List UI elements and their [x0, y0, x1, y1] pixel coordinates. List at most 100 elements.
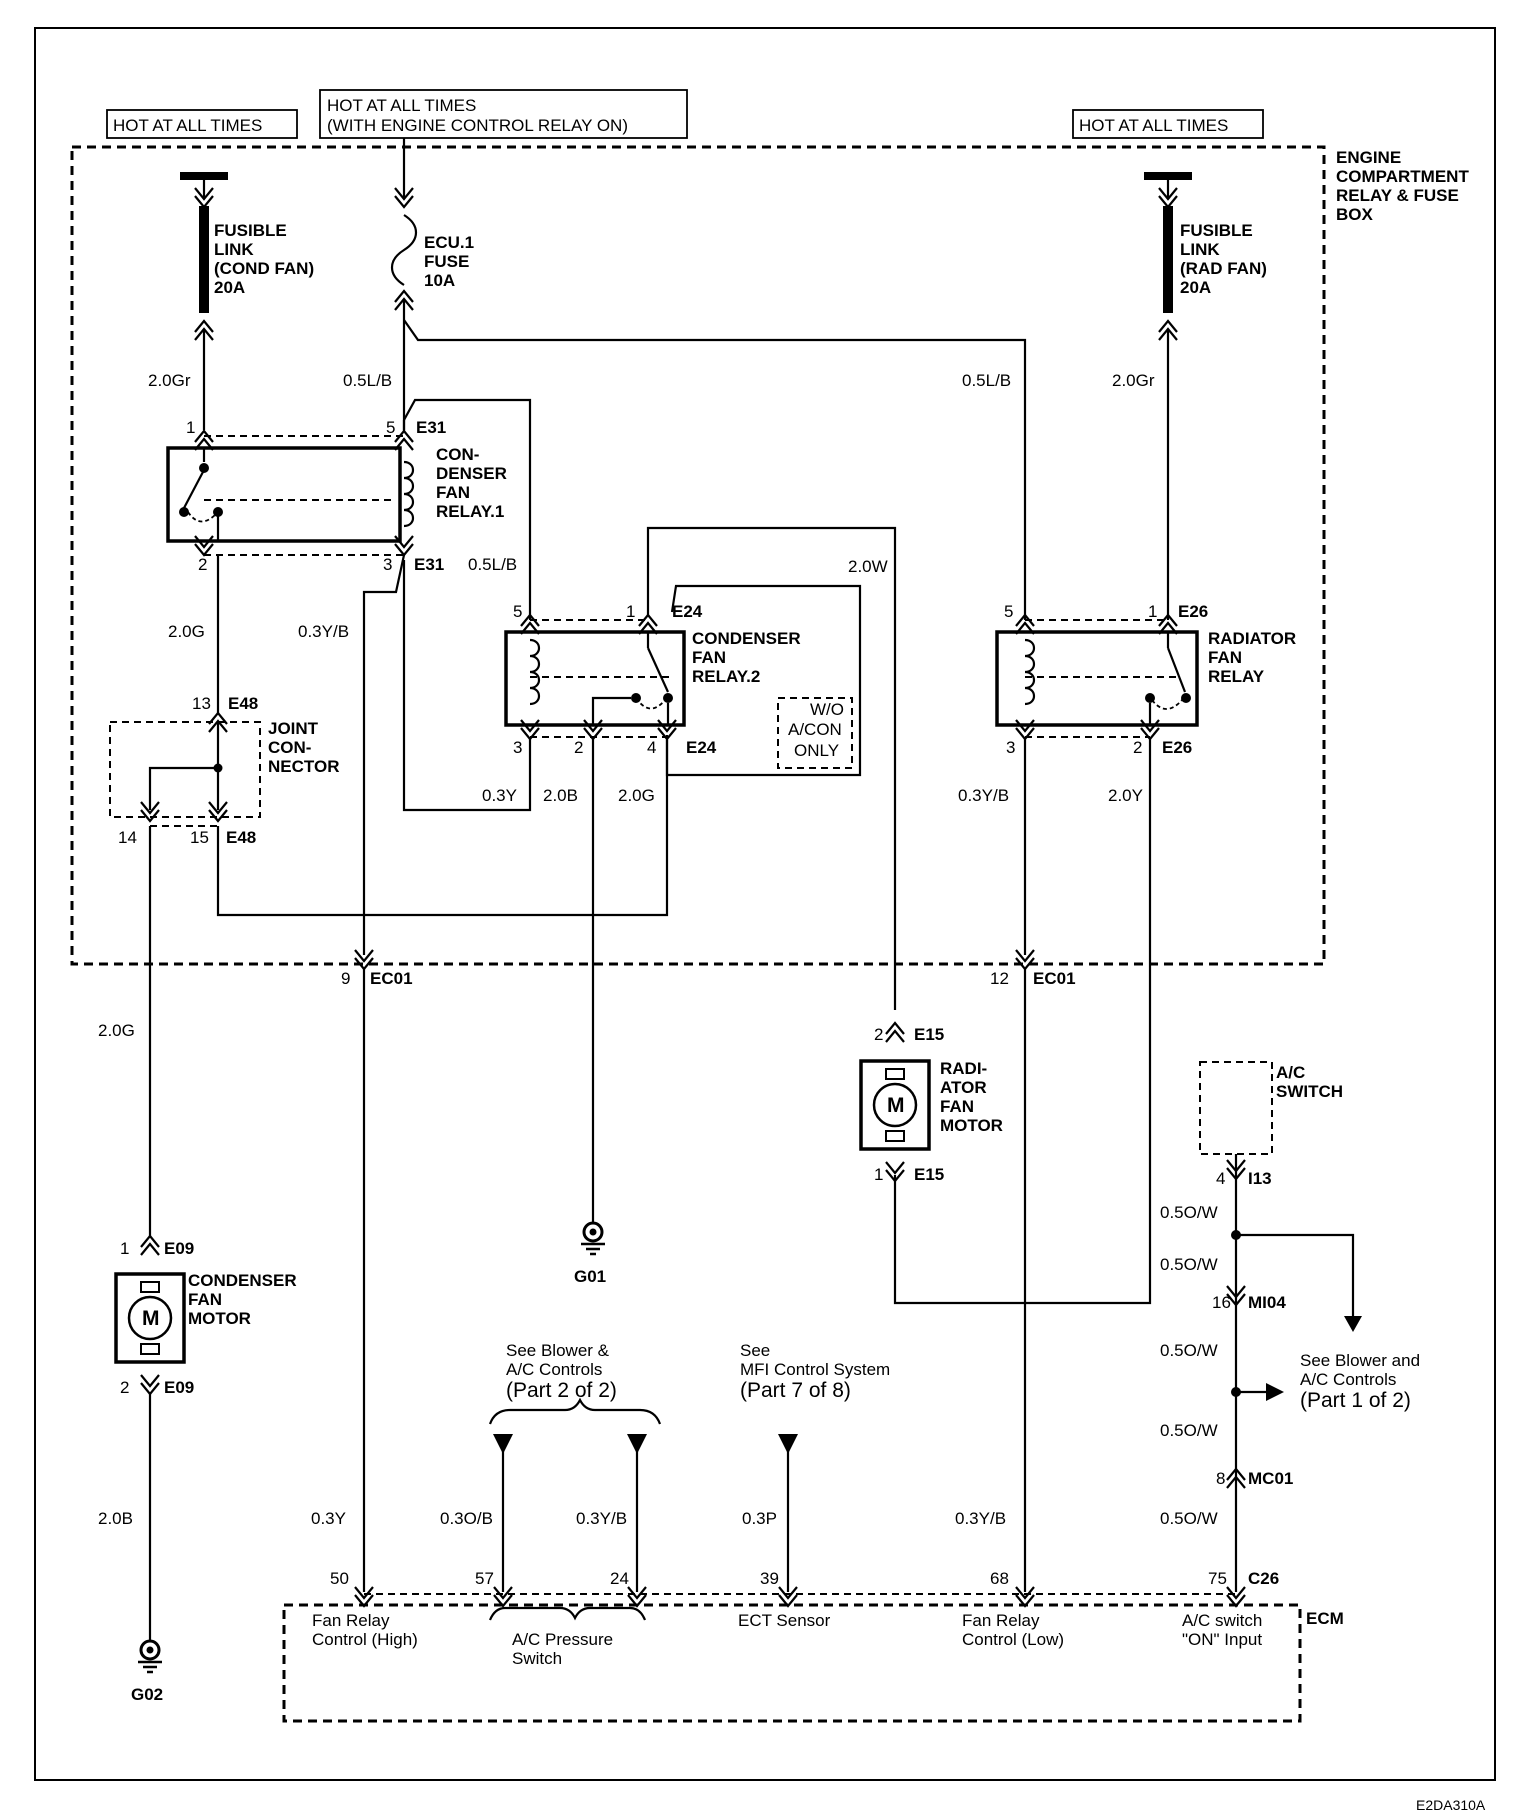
svg-text:50: 50: [330, 1569, 349, 1588]
svg-text:FAN: FAN: [940, 1097, 974, 1116]
svg-text:E26: E26: [1178, 602, 1208, 621]
diagram-code: E2DA310A: [1416, 1797, 1486, 1813]
svg-text:75: 75: [1208, 1569, 1227, 1588]
svg-text:NECTOR: NECTOR: [268, 757, 339, 776]
svg-text:MOTOR: MOTOR: [940, 1116, 1003, 1135]
svg-text:1: 1: [1148, 602, 1157, 621]
svg-text:RELAY.2: RELAY.2: [692, 667, 760, 686]
svg-text:EC01: EC01: [1033, 969, 1076, 988]
svg-text:9: 9: [341, 969, 350, 988]
svg-text:SWITCH: SWITCH: [1276, 1082, 1343, 1101]
svg-text:0.3Y/B: 0.3Y/B: [955, 1509, 1006, 1528]
svg-text:2.0B: 2.0B: [98, 1509, 133, 1528]
svg-text:HOT AT ALL TIMES: HOT AT ALL TIMES: [113, 116, 262, 135]
svg-text:FAN: FAN: [436, 483, 470, 502]
ground-g01-label: G01: [574, 1267, 606, 1286]
radiator-fan-relay: [995, 613, 1199, 741]
svg-text:(WITH ENGINE CONTROL RELAY ON): (WITH ENGINE CONTROL RELAY ON): [327, 116, 628, 135]
svg-text:Switch: Switch: [512, 1649, 562, 1668]
svg-text:2.0B: 2.0B: [543, 786, 578, 805]
svg-text:FAN: FAN: [1208, 648, 1242, 667]
svg-text:(Part 1 of 2): (Part 1 of 2): [1300, 1389, 1411, 1412]
svg-text:DENSER: DENSER: [436, 464, 507, 483]
relay-1-label: CON-: [436, 445, 479, 464]
svg-text:20A: 20A: [1180, 278, 1211, 297]
svg-text:RELAY.1: RELAY.1: [436, 502, 504, 521]
svg-text:E31: E31: [414, 555, 444, 574]
svg-text:COMPARTMENT: COMPARTMENT: [1336, 167, 1469, 186]
radiator-relay-label: RADIATOR: [1208, 629, 1296, 648]
svg-text:16: 16: [1212, 1293, 1231, 1312]
ref-blower-part2: See Blower &: [506, 1341, 610, 1360]
svg-text:RELAY & FUSE: RELAY & FUSE: [1336, 186, 1459, 205]
svg-text:3: 3: [383, 555, 392, 574]
svg-text:0.5O/W: 0.5O/W: [1160, 1341, 1218, 1360]
svg-text:3: 3: [513, 738, 522, 757]
svg-text:5: 5: [386, 418, 395, 437]
ecm-pin-ac-on: A/C switch: [1182, 1611, 1262, 1630]
svg-text:E24: E24: [672, 602, 703, 621]
svg-text:20A: 20A: [214, 278, 245, 297]
radiator-motor-label: RADI-: [940, 1059, 987, 1078]
svg-text:4: 4: [647, 738, 656, 757]
svg-text:MI04: MI04: [1248, 1293, 1286, 1312]
wo-acon-label: W/O: [810, 700, 844, 719]
ground-g02-label: G02: [131, 1685, 163, 1704]
relay-box-label: ENGINE: [1336, 148, 1401, 167]
svg-text:FUSE: FUSE: [424, 252, 469, 271]
svg-text:2.0G: 2.0G: [98, 1021, 135, 1040]
svg-text:E48: E48: [228, 694, 258, 713]
relay-2-label: CONDENSER: [692, 629, 801, 648]
svg-text:E26: E26: [1162, 738, 1192, 757]
svg-text:0.5L/B: 0.5L/B: [962, 371, 1011, 390]
svg-text:0.5L/B: 0.5L/B: [343, 371, 392, 390]
ground-g02-icon: [136, 1639, 164, 1674]
ref-blower-part1: See Blower and: [1300, 1351, 1420, 1370]
svg-text:0.5L/B: 0.5L/B: [468, 555, 517, 574]
svg-text:FAN: FAN: [188, 1290, 222, 1309]
svg-text:0.5O/W: 0.5O/W: [1160, 1203, 1218, 1222]
svg-text:57: 57: [475, 1569, 494, 1588]
svg-text:LINK: LINK: [1180, 240, 1220, 259]
svg-text:I13: I13: [1248, 1169, 1272, 1188]
svg-text:2.0G: 2.0G: [168, 622, 205, 641]
svg-text:1: 1: [874, 1165, 883, 1184]
fusible-link-cond-fan: [180, 172, 228, 430]
svg-text:12: 12: [990, 969, 1009, 988]
svg-text:FAN: FAN: [692, 648, 726, 667]
svg-text:2.0Gr: 2.0Gr: [1112, 371, 1155, 390]
condenser-fan-relay-2: [504, 613, 686, 741]
svg-text:MC01: MC01: [1248, 1469, 1293, 1488]
svg-text:10A: 10A: [424, 271, 455, 290]
condenser-fan-relay-1: [166, 420, 415, 557]
svg-text:Control (High): Control (High): [312, 1630, 418, 1649]
ecm-pin-fan-high: Fan Relay: [312, 1611, 390, 1630]
svg-text:(COND FAN): (COND FAN): [214, 259, 314, 278]
svg-text:HOT AT ALL TIMES: HOT AT ALL TIMES: [327, 96, 476, 115]
svg-text:A/CON: A/CON: [788, 720, 842, 739]
svg-text:0.5O/W: 0.5O/W: [1160, 1421, 1218, 1440]
svg-text:2: 2: [874, 1025, 883, 1044]
svg-text:5: 5: [1004, 602, 1013, 621]
svg-text:14: 14: [118, 828, 137, 847]
svg-text:0.5O/W: 0.5O/W: [1160, 1509, 1218, 1528]
svg-text:E48: E48: [226, 828, 256, 847]
svg-text:ATOR: ATOR: [940, 1078, 987, 1097]
power-label-right: HOT AT ALL TIMES: [1072, 109, 1264, 139]
svg-text:2.0Gr: 2.0Gr: [148, 371, 191, 390]
svg-text:24: 24: [610, 1569, 629, 1588]
svg-text:E15: E15: [914, 1165, 944, 1184]
svg-text:0.5O/W: 0.5O/W: [1160, 1255, 1218, 1274]
svg-text:Control (Low): Control (Low): [962, 1630, 1064, 1649]
ac-switch: [1199, 1061, 1273, 1155]
svg-text:2: 2: [1133, 738, 1142, 757]
svg-text:E31: E31: [416, 418, 446, 437]
svg-text:HOT AT ALL TIMES: HOT AT ALL TIMES: [1079, 116, 1228, 135]
svg-text:8: 8: [1216, 1469, 1225, 1488]
fusible-link-rad-label: FUSIBLE: [1180, 221, 1253, 240]
svg-text:2.0W: 2.0W: [848, 557, 888, 576]
fusible-link-cond-label: FUSIBLE: [214, 221, 287, 240]
svg-text:(RAD FAN): (RAD FAN): [1180, 259, 1267, 278]
svg-text:ONLY: ONLY: [794, 741, 839, 760]
svg-text:EC01: EC01: [370, 969, 413, 988]
